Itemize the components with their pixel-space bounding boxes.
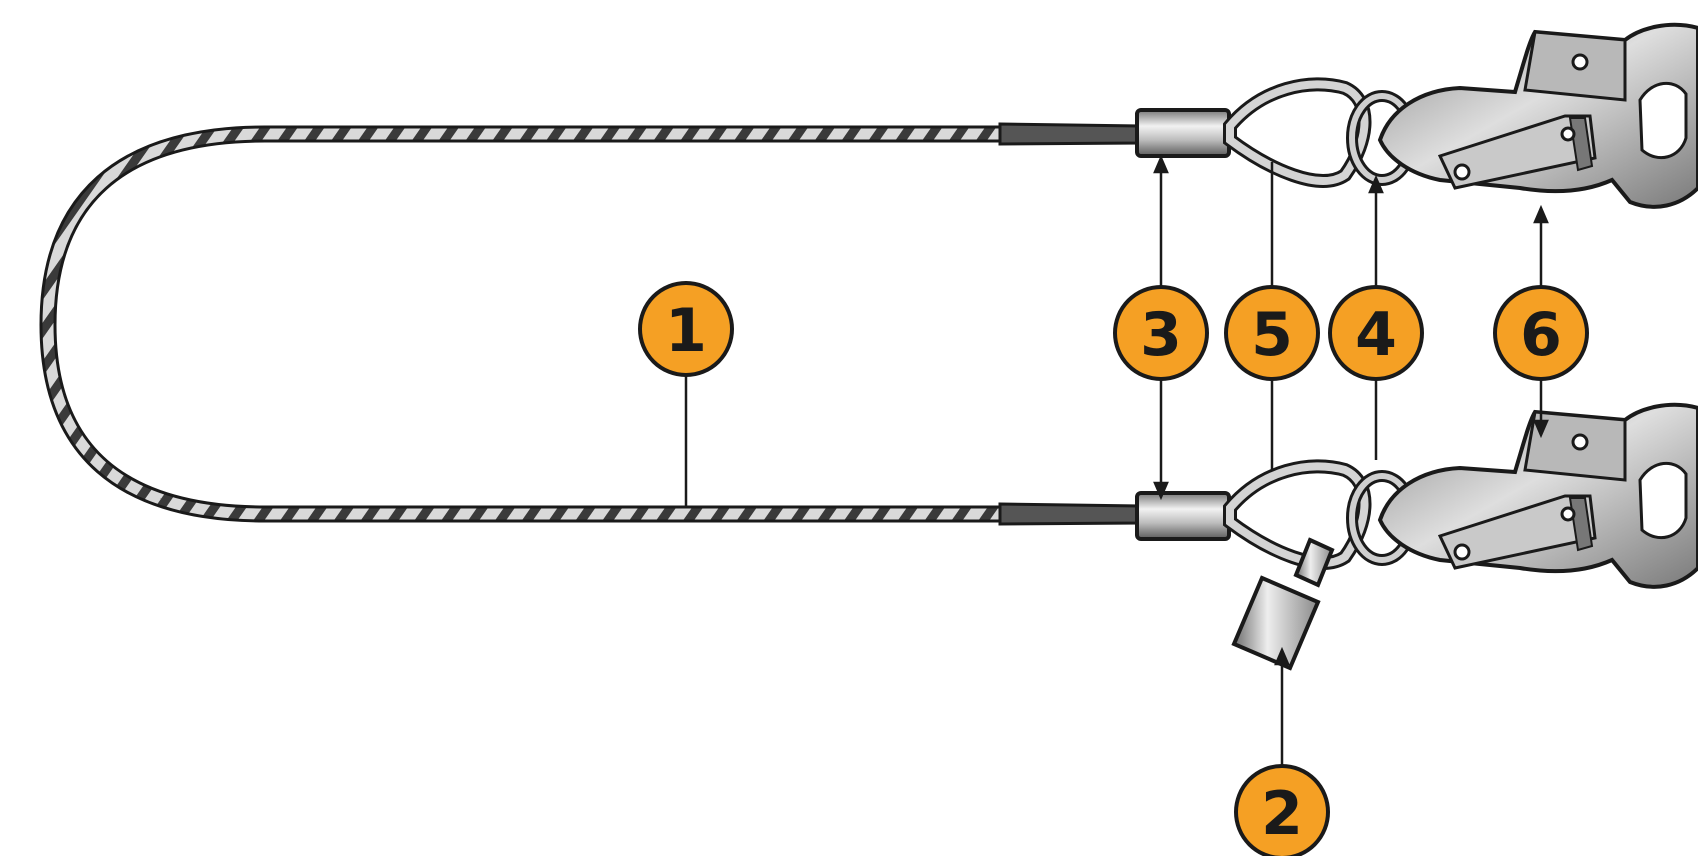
callout-3: 3	[1113, 285, 1209, 381]
callout-4-label: 4	[1355, 300, 1397, 370]
wire-rope-loop-icon	[39, 122, 1142, 526]
callout-1: 1	[638, 281, 734, 377]
leader-lines	[684, 154, 1549, 790]
callout-4: 4	[1328, 285, 1424, 381]
callout-1-label: 1	[665, 296, 707, 366]
callout-6: 6	[1493, 285, 1589, 381]
callout-5: 5	[1224, 285, 1320, 381]
callout-5-label: 5	[1251, 300, 1293, 370]
thimble-icon	[1223, 77, 1372, 570]
callout-2-label: 2	[1261, 779, 1303, 849]
callout-2: 2	[1234, 764, 1330, 856]
cable-end-absorber-icon	[1231, 537, 1335, 671]
callout-6-label: 6	[1520, 300, 1562, 370]
callout-3-label: 3	[1140, 300, 1182, 370]
